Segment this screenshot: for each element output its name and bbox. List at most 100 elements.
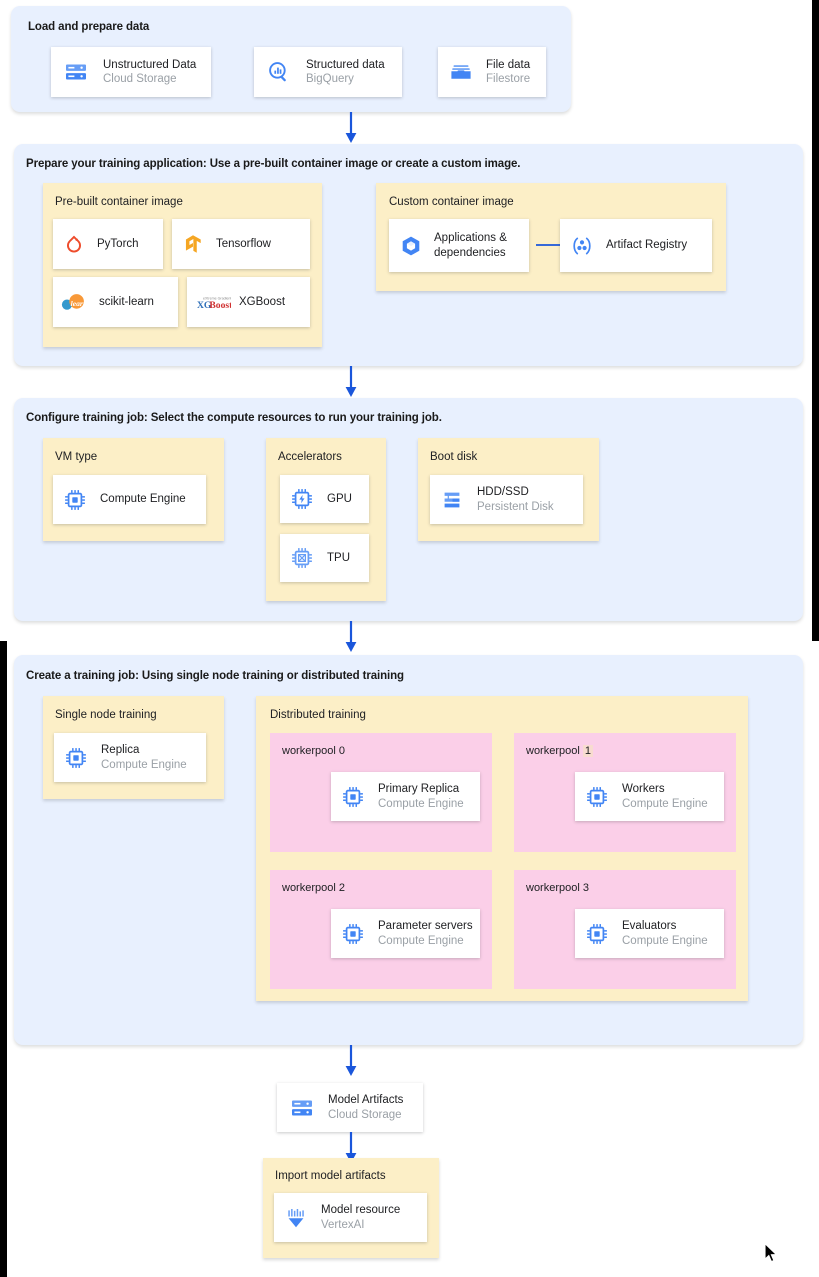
node-title: Model Artifacts	[328, 1094, 404, 1107]
node-subtitle: Compute Engine	[101, 758, 187, 771]
node-gpu[interactable]: GPU	[280, 475, 369, 523]
node-title: Tensorflow	[216, 237, 271, 250]
node-workers[interactable]: Workers Compute Engine	[575, 772, 736, 833]
cloud-storage-icon	[287, 1093, 317, 1123]
pool-title-index: 3	[582, 882, 589, 894]
pytorch-icon	[61, 231, 87, 257]
node-unstructured-data[interactable]: Unstructured Data Cloud Storage	[51, 47, 211, 97]
node-replica[interactable]: Replica Compute Engine	[54, 733, 206, 782]
stage-title: Prepare your training application: Use a…	[26, 158, 521, 170]
node-tpu[interactable]: TPU	[280, 534, 369, 582]
node-applications-and-dependencies[interactable]: Applications & dependencies	[389, 219, 529, 272]
node-scikit-learn[interactable]: learn scikit-learn	[53, 277, 178, 327]
cloud-storage-icon	[61, 57, 91, 87]
node-title: PyTorch	[97, 237, 139, 250]
node-persistent-disk[interactable]: HDD/SSD Persistent Disk	[430, 475, 583, 524]
group-vm-type: VM type Compute Engine	[43, 438, 224, 541]
group-import-model-artifacts: Import model artifacts Model resource	[263, 1158, 439, 1258]
tpu-icon	[288, 544, 316, 572]
xgboost-icon: eXtreme Gradient XG Boost	[195, 289, 231, 315]
node-title: Replica	[101, 744, 140, 757]
node-title: Model resource	[321, 1204, 401, 1217]
node-xgboost[interactable]: eXtreme Gradient XG Boost XGBoost	[187, 277, 310, 327]
node-subtitle: Compute Engine	[622, 934, 708, 947]
group-title: Single node training	[55, 709, 157, 721]
group-title: Pre-built container image	[55, 196, 183, 208]
svg-text:eXtreme Gradient: eXtreme Gradient	[203, 296, 231, 300]
node-pytorch[interactable]: PyTorch	[53, 219, 163, 269]
scikit-learn-icon: learn	[61, 289, 89, 315]
compute-engine-icon	[583, 920, 611, 948]
node-title: Compute Engine	[100, 493, 186, 506]
persistent-disk-icon	[438, 486, 466, 514]
node-primary-replica[interactable]: Primary Replica Compute Engine	[331, 772, 492, 833]
compute-engine-icon	[62, 744, 90, 772]
node-subtitle: Compute Engine	[378, 934, 464, 947]
node-title: HDD/SSD	[477, 486, 529, 499]
group-custom-container-image: Custom container image Applications & de…	[376, 183, 726, 291]
tensorflow-icon	[180, 231, 206, 257]
group-title: Boot disk	[430, 451, 478, 463]
node-title: GPU	[327, 492, 352, 505]
node-tensorflow[interactable]: Tensorflow	[172, 219, 310, 269]
group-accelerators: Accelerators GPU	[266, 438, 386, 601]
flow-arrow-2	[343, 366, 359, 398]
pool-title-prefix: workerpool	[282, 882, 336, 894]
container-icon	[397, 232, 425, 260]
node-artifact-registry[interactable]: Artifact Registry	[560, 219, 712, 272]
pool-workerpool-1: workerpool 1	[514, 733, 736, 852]
node-title: scikit-learn	[99, 295, 154, 308]
pool-title: workerpool 1	[526, 745, 593, 757]
node-title: Unstructured Data	[103, 58, 197, 71]
compute-engine-icon	[61, 486, 89, 514]
node-subtitle: Compute Engine	[378, 797, 464, 810]
node-subtitle: Persistent Disk	[477, 500, 554, 513]
pool-title-index: 0	[338, 745, 345, 757]
node-parameter-servers[interactable]: Parameter servers Compute Engine	[331, 909, 492, 970]
stage-title: Load and prepare data	[28, 21, 150, 33]
group-pre-built-container-image: Pre-built container image PyTorch	[43, 183, 322, 347]
pool-title: workerpool 0	[282, 745, 345, 757]
artifact-registry-icon	[568, 232, 596, 260]
node-evaluators[interactable]: Evaluators Compute Engine	[575, 909, 736, 970]
group-distributed-training: Distributed training workerpool 0	[256, 696, 748, 1001]
pool-title-index: 1	[582, 745, 593, 757]
group-single-node-training: Single node training R	[43, 696, 224, 799]
node-title: Artifact Registry	[606, 239, 688, 252]
group-title: Distributed training	[270, 709, 366, 721]
mouse-pointer-icon	[764, 1242, 778, 1263]
node-title: Primary Replica	[378, 783, 460, 796]
screen-edge-right	[812, 0, 819, 641]
node-compute-engine-vm[interactable]: Compute Engine	[53, 475, 206, 524]
node-title: Evaluators	[622, 920, 677, 933]
stage-create-training-job: Create a training job: Using single node…	[14, 655, 803, 1045]
pool-title-prefix: workerpool	[282, 745, 336, 757]
node-subtitle: Cloud Storage	[103, 73, 177, 85]
node-title: TPU	[327, 551, 350, 564]
pool-workerpool-3: workerpool 3	[514, 870, 736, 989]
stage-prepare-training-application: Prepare your training application: Use a…	[14, 144, 803, 366]
node-title: Applications & dependencies	[434, 232, 507, 259]
node-file-data[interactable]: File data Filestore	[438, 47, 546, 97]
node-subtitle: Cloud Storage	[328, 1108, 402, 1121]
pool-workerpool-2: workerpool 2	[270, 870, 492, 989]
node-title: Workers	[622, 783, 665, 796]
gpu-icon	[288, 485, 316, 513]
flow-arrow-1	[343, 112, 359, 144]
stage-title: Configure training job: Select the compu…	[26, 412, 442, 424]
pool-title-prefix: workerpool	[526, 882, 580, 894]
stage-title: Create a training job: Using single node…	[26, 670, 404, 682]
group-title: Accelerators	[278, 451, 342, 463]
node-title: File data	[486, 58, 531, 71]
pool-title-prefix: workerpool	[526, 745, 580, 757]
node-model-artifacts[interactable]: Model Artifacts Cloud Storage	[277, 1083, 423, 1132]
stage-configure-training-job: Configure training job: Select the compu…	[14, 398, 803, 621]
node-structured-data[interactable]: Structured data BigQuery	[254, 47, 402, 97]
node-title: Structured data	[306, 58, 385, 71]
node-model-resource[interactable]: Model resource VertexAI	[274, 1193, 427, 1242]
bigquery-icon	[264, 57, 294, 87]
screen-edge-left	[0, 641, 7, 1277]
node-subtitle: BigQuery	[306, 73, 354, 85]
group-title: VM type	[55, 451, 98, 463]
